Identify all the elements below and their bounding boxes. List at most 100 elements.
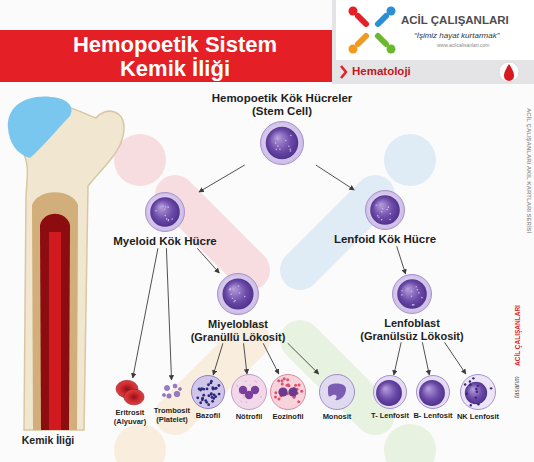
cell-granule: [466, 393, 468, 395]
cell-granule: [245, 401, 247, 403]
cell-granule: [287, 384, 290, 387]
cell-granule: [476, 391, 478, 393]
cell-granule: [464, 383, 466, 385]
cell-icon: [319, 374, 355, 410]
cell-granule: [475, 396, 477, 398]
lineage-arrow: [263, 343, 279, 374]
section-tab: Hematoloji: [352, 65, 411, 78]
cell-node: Trombosit (Platelet): [150, 380, 195, 424]
cartilage-cap: [8, 96, 72, 158]
cell-granule: [401, 294, 403, 296]
cell-node: Bazofil: [191, 375, 226, 421]
cell-granule: [477, 385, 479, 387]
cell-drawing: [320, 375, 355, 410]
cell-body: [218, 274, 259, 315]
cell-body: [374, 376, 407, 409]
cell-granule: [381, 219, 383, 221]
cell-body: [192, 376, 225, 409]
cell-nucleus: [328, 384, 346, 401]
cell-granule: [469, 380, 471, 382]
platelet-dot: [164, 385, 169, 390]
lineage-arrow: [288, 343, 319, 374]
cell-granule: [415, 286, 417, 288]
cell-granule: [290, 135, 292, 137]
cell-icon: [460, 374, 496, 410]
cell-granule: [417, 289, 419, 291]
logo-arm: [378, 16, 386, 24]
cell-granule: [162, 205, 164, 207]
platelet-dot: [167, 394, 171, 398]
brand-url: www.acilcalisanlari.com: [437, 43, 490, 49]
cell-node: Lenfoid Kök Hücre: [333, 190, 437, 246]
cell-granule: [377, 215, 379, 217]
cell-granule: [286, 378, 289, 381]
watermark-arm: [175, 195, 250, 270]
platelet-dot: [174, 391, 180, 397]
platelet-dot: [179, 388, 182, 391]
cell-granule: [229, 289, 231, 291]
cell-granule: [277, 145, 279, 147]
cell-granule: [210, 392, 213, 395]
cell-granule: [300, 390, 303, 393]
cell-label: Lenfoblast (Granülsüz Lökosit): [357, 317, 467, 342]
cell-icon: [260, 121, 304, 165]
cell-icon: [373, 375, 407, 409]
cell-node: B- Lenfosit: [413, 375, 454, 421]
cell-node: Eritrosit (Alyuvar): [109, 378, 152, 426]
cell-granule: [274, 395, 277, 398]
cell-nucleus: [266, 127, 299, 160]
cell-granule: [294, 384, 297, 387]
cell-granule: [207, 394, 210, 397]
cell-granule: [171, 218, 173, 220]
cell-icon: [416, 375, 450, 409]
design-credit: tasarım: [513, 376, 520, 398]
cell-granule: [218, 393, 221, 396]
cell-body: [461, 375, 496, 410]
cell-granule: [155, 210, 157, 212]
cell-granule: [298, 383, 301, 386]
cell-granule: [289, 148, 291, 150]
cell-label: Eozinofil: [272, 413, 303, 422]
cell-node: Eozinofil: [270, 374, 307, 422]
cell-drawing: [374, 376, 407, 409]
cell-drawing: [417, 376, 450, 409]
cell-icon: [191, 375, 225, 409]
cell-granule: [375, 204, 377, 206]
cell-granule: [256, 381, 258, 383]
cell-granule: [472, 377, 474, 379]
cell-body: [261, 122, 304, 165]
blood-icon-circle: [499, 62, 519, 82]
cell-granule: [212, 397, 215, 400]
cell-nucleus: [465, 382, 487, 404]
cell-granule: [164, 209, 166, 211]
cell-granule: [411, 291, 413, 293]
cell-granule: [168, 219, 170, 221]
cell-granule: [202, 394, 205, 397]
cell-label: Bazofil: [196, 412, 221, 421]
brand-name: ACİL ÇALIŞANLARI: [401, 14, 509, 27]
cell-granule: [275, 148, 277, 150]
marrow-core: [49, 232, 61, 430]
cell-nucleus: [419, 380, 445, 406]
cell-nucleus-lobe: [278, 387, 287, 396]
blood-drop-icon: [504, 64, 514, 81]
cell-nucleus: [370, 195, 400, 225]
cell-granule: [213, 394, 216, 397]
cell-icon: [231, 374, 267, 410]
cell-granule: [239, 292, 241, 294]
cell-granule: [199, 401, 202, 404]
cell-granule: [245, 380, 247, 382]
cell-icon: [217, 273, 259, 315]
logo-arm: [358, 36, 366, 44]
lineage-arrow: [197, 248, 219, 273]
cell-granule: [234, 300, 236, 302]
watermark-arm: [300, 195, 375, 270]
cell-granule: [238, 285, 240, 287]
cell-granule: [244, 296, 246, 298]
cell-body: [366, 191, 405, 230]
cell-granule: [288, 145, 290, 147]
cell-body: [320, 375, 355, 410]
bone-marrow: [40, 214, 70, 430]
title-banner: [0, 30, 332, 82]
